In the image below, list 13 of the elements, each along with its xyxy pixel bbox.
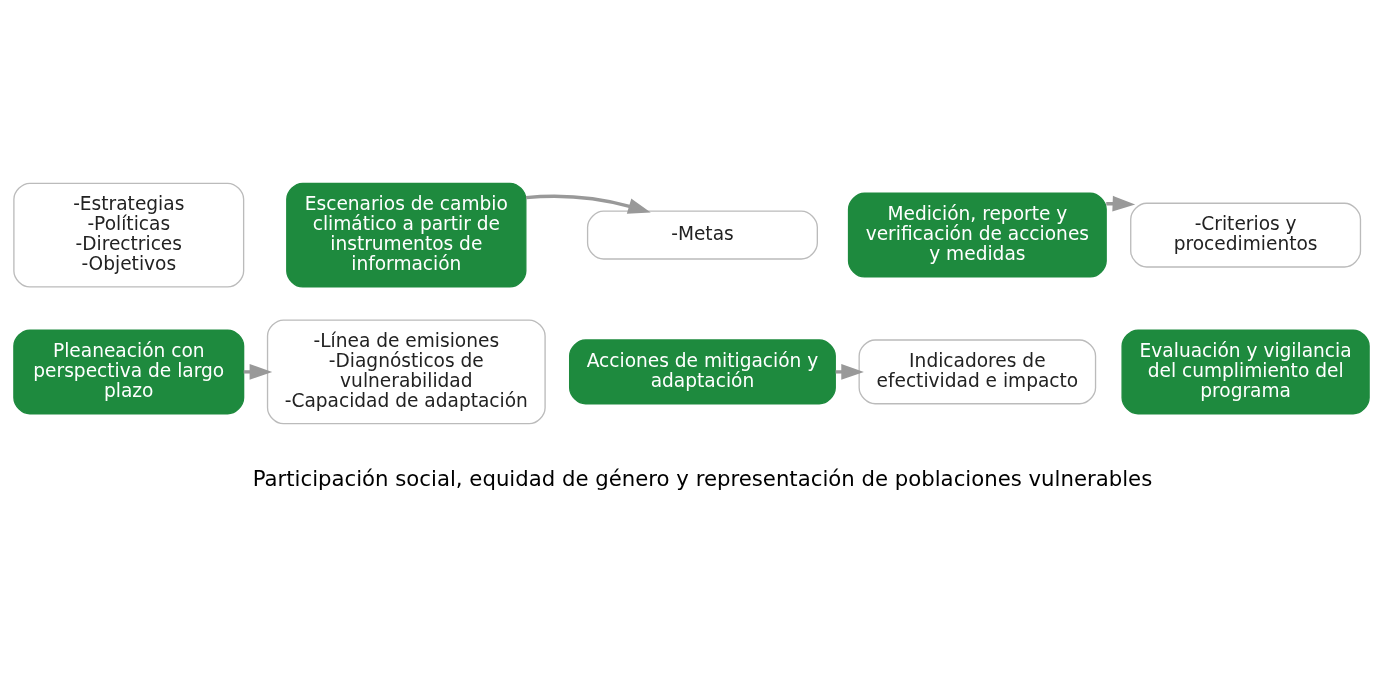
node-box: Evaluación y vigilancia del cumplimiento del programa (1121, 328, 1370, 414)
node-box: Acciones de mitigación y adaptación (569, 338, 836, 404)
node-box: Medición, reporte y verificación de acciones y medidas (847, 192, 1107, 278)
node-box: Pleaneación con perspectiva de largo plazo (13, 328, 245, 414)
node-box: -Criterios y procedimientos (1130, 202, 1362, 268)
arrow (525, 194, 651, 214)
label: Participación social, equidad de género y representación de poblaciones vulnerables (252, 465, 1153, 491)
node-box: Escenarios de cambio climático a partir de instrumentos de información (286, 182, 527, 288)
arrow (243, 363, 273, 380)
node-box: -Estrategias -Políticas -Directrices -Objetivos (13, 182, 245, 288)
node-box: Indicadores de efectividad e impacto (858, 338, 1097, 404)
node-box: -Línea de emisiones -Diagnósticos de vulnerabilidad -Capacidad de adaptación (266, 318, 546, 424)
node-box: -Metas (586, 210, 818, 260)
